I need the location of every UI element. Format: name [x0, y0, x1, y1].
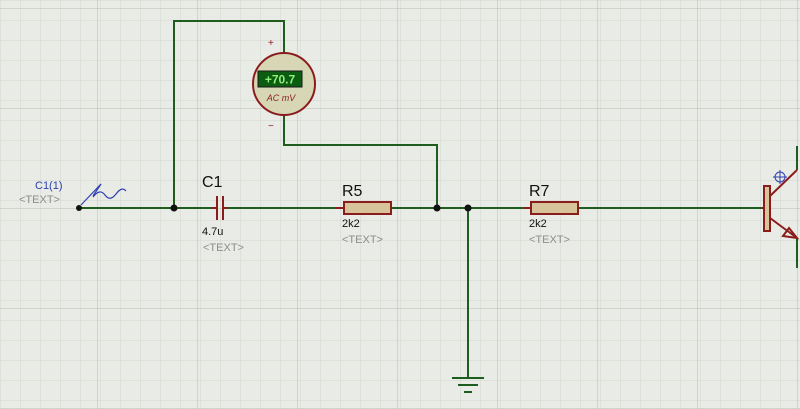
resistor-r5[interactable]: R5 2k2 <TEXT> [336, 183, 392, 246]
transistor-collector-leg [769, 169, 798, 197]
r5-ref: R5 [342, 183, 363, 200]
npn-transistor[interactable] [762, 169, 800, 240]
junction-dot [464, 204, 472, 212]
resistor-body [343, 201, 392, 215]
r7-text-placeholder: <TEXT> [529, 234, 570, 246]
meter-reading: +70.7 [265, 73, 296, 87]
meter-plus-label: + [268, 38, 274, 49]
r7-ref: R7 [529, 183, 550, 200]
crosshair-icon [773, 170, 787, 184]
generator-terminal[interactable]: C1(1) <TEXT> [19, 180, 127, 206]
meter-mode: AC mV [266, 93, 297, 103]
junction-dot [170, 204, 178, 212]
transistor-emitter-leg [769, 217, 798, 239]
wire-meter-minus[interactable] [283, 115, 438, 208]
c1-value: 4.7u [202, 226, 223, 238]
meter-lcd [257, 70, 303, 88]
wires [79, 20, 798, 377]
ac-voltmeter[interactable]: + − +70.7 AC mV [252, 38, 316, 132]
r7-value: 2k2 [529, 218, 547, 230]
junctions [76, 204, 472, 212]
emitter-arrow-icon [781, 226, 800, 240]
generator-name: C1(1) [35, 180, 63, 192]
transistor-base-bar [763, 185, 771, 232]
ground-symbol[interactable] [452, 377, 484, 393]
c1-text-placeholder: <TEXT> [203, 242, 244, 254]
c1-ref: C1 [202, 174, 223, 191]
meter-minus-label: − [268, 121, 274, 132]
generator-text-placeholder: <TEXT> [19, 194, 60, 206]
junction-dot [76, 205, 82, 211]
resistor-body [530, 201, 579, 215]
capacitor-c1[interactable]: C1 4.7u <TEXT> [202, 174, 244, 254]
r5-value: 2k2 [342, 218, 360, 230]
resistor-r7[interactable]: R7 2k2 <TEXT> [524, 183, 579, 246]
junction-dot [433, 204, 441, 212]
r5-text-placeholder: <TEXT> [342, 234, 383, 246]
sine-source-icon [80, 183, 127, 206]
wire-meter-plus[interactable] [173, 20, 285, 208]
